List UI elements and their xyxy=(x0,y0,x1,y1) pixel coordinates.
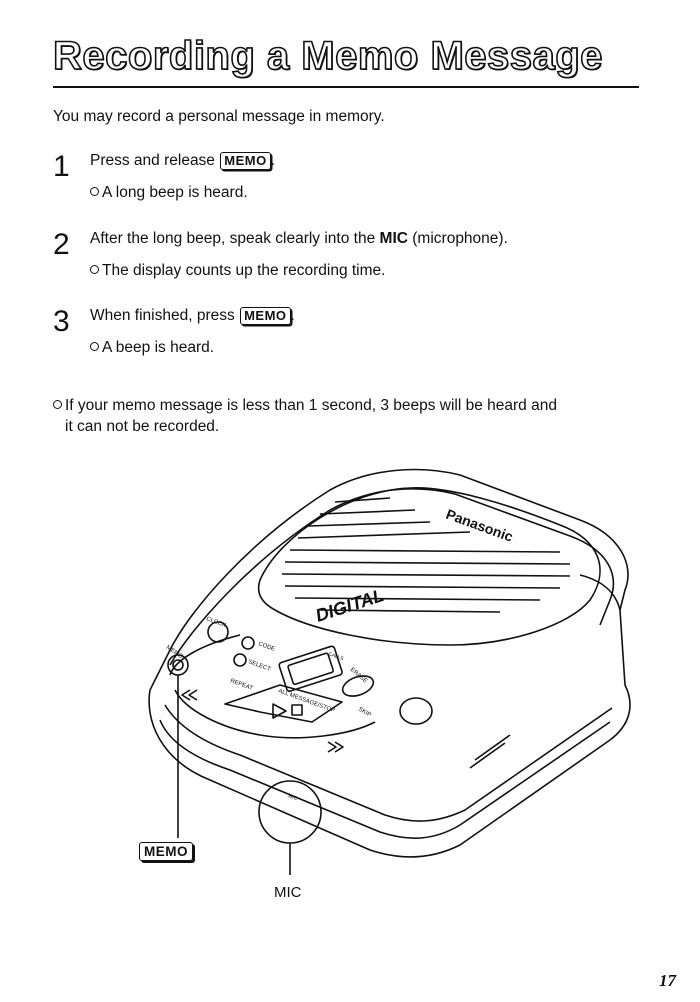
note-line-2: it can not be recorded. xyxy=(65,418,220,435)
step-result-text: A long beep is heard. xyxy=(102,184,248,201)
mic-device-label: MIC xyxy=(287,793,298,802)
title-underline xyxy=(53,86,639,88)
memo-callout-label: MEMO xyxy=(139,842,193,861)
intro-text: You may record a personal message in mem… xyxy=(53,108,385,125)
step-result: A beep is heard. xyxy=(90,339,214,357)
memo-key-label: MEMO xyxy=(240,307,291,325)
step-result: A long beep is heard. xyxy=(90,184,248,202)
step-number: 3 xyxy=(53,305,70,338)
skip-label: SKIP xyxy=(357,707,372,719)
calls-label: CALLS xyxy=(327,651,345,662)
bullet-circle-icon xyxy=(90,342,99,351)
answering-machine-illustration: Panasonic DIGITAL CLOCK MEMO CODE SELECT… xyxy=(148,468,631,875)
note-text: If your memo message is less than 1 seco… xyxy=(53,395,653,437)
step-text-end: . xyxy=(270,152,276,169)
mic-callout-label: MIC xyxy=(274,884,302,901)
repeat-label: REPEAT xyxy=(229,678,254,692)
step-result-text: A beep is heard. xyxy=(102,339,215,356)
code-label: CODE xyxy=(257,641,275,653)
step-instruction: After the long beep, speak clearly into … xyxy=(90,230,508,248)
mic-bold-text: MIC xyxy=(379,230,408,247)
bullet-circle-icon xyxy=(90,265,99,274)
step-instruction: Press and release MEMO. xyxy=(90,152,275,170)
note-line-1: If your memo message is less than 1 seco… xyxy=(65,397,557,414)
bullet-circle-icon xyxy=(53,400,62,409)
step-number: 1 xyxy=(53,150,70,183)
step-text: Press and release xyxy=(90,152,215,169)
step-text-end: (microphone). xyxy=(412,230,508,247)
page-title: Recording a Memo Message xyxy=(52,33,603,79)
page-number: 17 xyxy=(659,971,676,990)
step-text: When finished, press xyxy=(90,307,235,324)
select-label: SELECT xyxy=(247,659,271,673)
memo-key-label: MEMO xyxy=(220,152,271,170)
step-result-text: The display counts up the recording time… xyxy=(102,262,386,279)
step-number: 2 xyxy=(53,228,70,261)
logo-label: DIGITAL xyxy=(313,585,386,626)
bullet-circle-icon xyxy=(90,187,99,196)
step-text: After the long beep, speak clearly into … xyxy=(90,230,376,247)
step-result: The display counts up the recording time… xyxy=(90,262,385,280)
step-text-end: . xyxy=(290,307,295,324)
step-instruction: When finished, press MEMO. xyxy=(90,307,295,325)
